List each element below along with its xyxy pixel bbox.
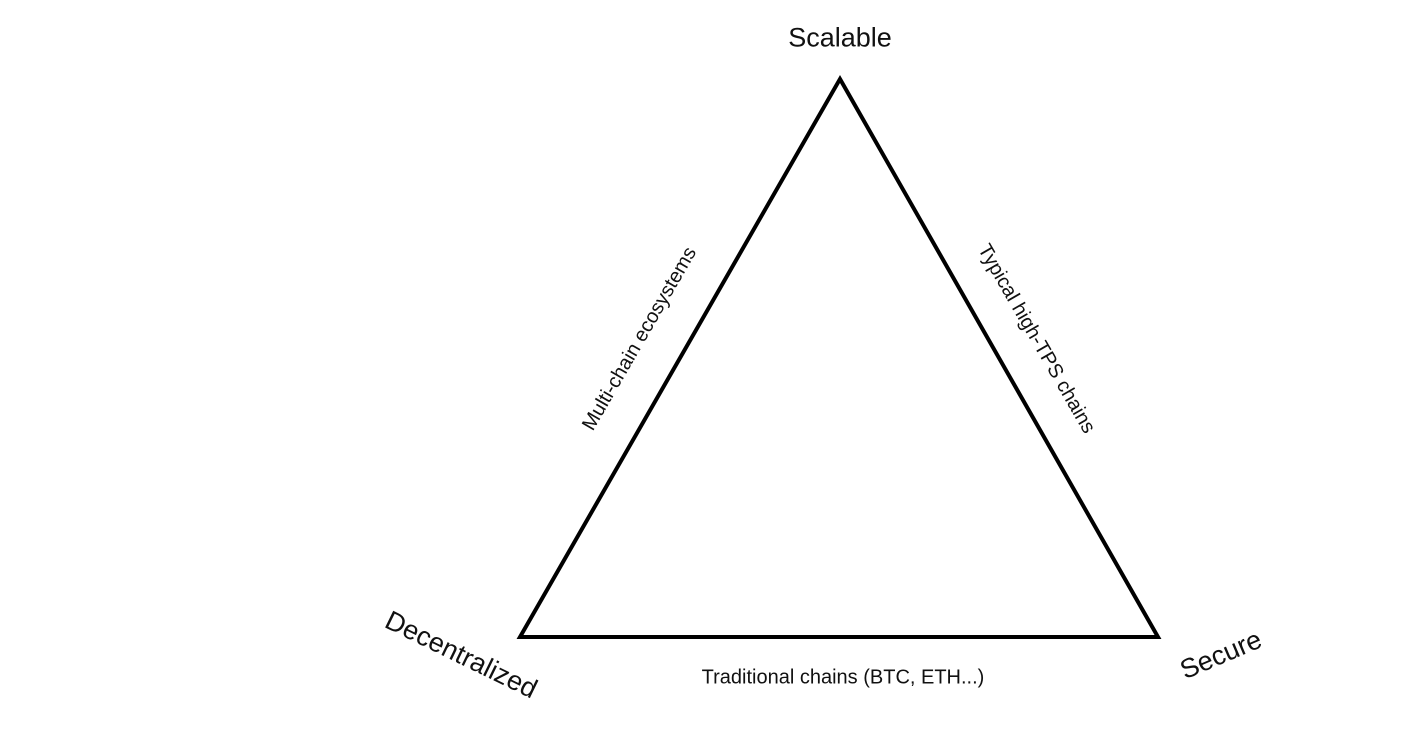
triangle-outline bbox=[516, 74, 1162, 639]
edge-label-traditional-chains: Traditional chains (BTC, ETH...) bbox=[701, 666, 985, 689]
vertex-label-scalable: Scalable bbox=[788, 22, 892, 53]
